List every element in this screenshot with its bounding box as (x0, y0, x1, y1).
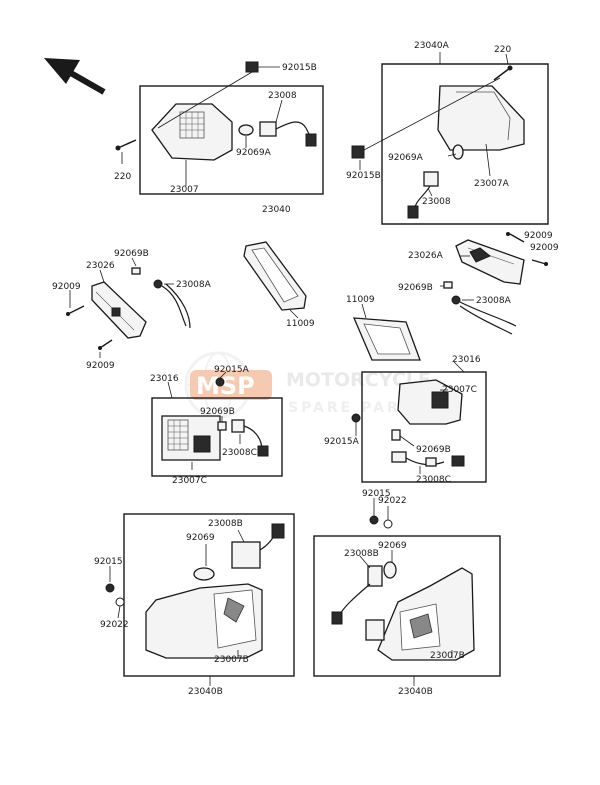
label-23007A: 23007A (474, 179, 510, 189)
watermark-line1: MOTORCYCLE (286, 369, 431, 391)
label-92022-right: 92022 (378, 496, 407, 506)
box-23040B-right (313, 535, 501, 677)
label-92009-l1: 92009 (52, 282, 81, 292)
lens-23007C-right (397, 379, 463, 425)
label-23008C-right: 23008C (416, 475, 451, 485)
box-23040 (139, 85, 324, 195)
label-23007C-right: 23007C (442, 385, 477, 395)
box-23040A (381, 63, 549, 225)
label-92009-l2: 92009 (86, 361, 115, 371)
watermark-badge-text: MSP (196, 372, 255, 400)
watermark-badge (190, 370, 272, 400)
label-23007: 23007 (170, 185, 199, 195)
label-92069-right: 92069 (378, 541, 407, 551)
nut-92015-right (369, 515, 379, 525)
label-23040A: 23040A (414, 41, 450, 51)
label-92069B-left2: 92069B (200, 407, 235, 417)
assembly-23040B-left: 23008B 92069 92015 92022 23007B 23040B (94, 513, 295, 697)
label-92009-r2: 92009 (530, 243, 559, 253)
watermark-line2: SPARE PARTS (288, 400, 426, 416)
label-92015A-left: 92015A (214, 365, 250, 375)
nut-92015-left (105, 583, 115, 593)
label-92009-r1: 92009 (524, 231, 553, 241)
reflector-23026A: 92009 92009 23026A 92069B 23008A (398, 231, 559, 335)
assembly-23016-right: 23016 23007C 92015A 92069B 23008C (324, 355, 487, 485)
box-23016-left (151, 397, 283, 477)
label-220-right: 220 (494, 45, 511, 55)
label-92069B-right2: 92069B (416, 445, 451, 455)
label-220-left: 220 (114, 172, 131, 182)
label-92069-left: 92069 (186, 533, 215, 543)
label-23007B-left: 23007B (214, 655, 249, 665)
nut-92015A-right (351, 413, 361, 423)
assembly-23040B-right: 92015 92022 23008B 92069 23007B 23040B (313, 489, 501, 697)
box-23016-right (361, 371, 487, 483)
front-direction-arrow-icon (44, 58, 106, 95)
label-92015B-top: 92015B (282, 63, 317, 73)
label-11009-b: 11009 (346, 295, 375, 305)
label-23016-right: 23016 (452, 355, 481, 365)
label-92022-left: 92022 (100, 620, 129, 630)
lens-23007A (437, 85, 525, 151)
nut-92015A-left (215, 377, 225, 387)
assembly-23040: 92015B 23008 92069A 220 23007 23040 (114, 61, 324, 215)
label-23008C-left: 23008C (222, 448, 257, 458)
watermark: MSP MOTORCYCLE SPARE PARTS (184, 351, 431, 419)
label-23008-right: 23008 (422, 197, 451, 207)
label-23008A-right: 23008A (476, 296, 512, 306)
label-92069B-left: 92069B (114, 249, 149, 259)
label-23007B-right: 23007B (430, 651, 465, 661)
label-23040B-right: 23040B (398, 687, 433, 697)
label-92015-left: 92015 (94, 557, 123, 567)
reflector-23026: 92069B 23026 23008A 92009 92009 (52, 249, 212, 371)
label-92015-right: 92015 (362, 489, 391, 499)
label-23040B-left: 23040B (188, 687, 223, 697)
label-92069B-right: 92069B (398, 283, 433, 293)
label-11009-a: 11009 (286, 319, 315, 329)
label-23040: 23040 (262, 205, 291, 215)
box-23040B-left (123, 513, 295, 677)
label-92069A-left: 92069A (236, 148, 272, 158)
label-92015B-right: 92015B (346, 171, 381, 181)
label-92069A-right: 92069A (388, 153, 424, 163)
label-23008B-right: 23008B (344, 549, 379, 559)
gaskets-11009: 11009 11009 (243, 241, 421, 361)
label-23008B-left: 23008B (208, 519, 243, 529)
assembly-23040A: 23040A 220 92069A 92015B 23007A 23008 (346, 41, 549, 225)
label-92015A-right: 92015A (324, 437, 360, 447)
label-23007C-left: 23007C (172, 476, 207, 486)
label-23026: 23026 (86, 261, 115, 271)
label-23026A: 23026A (408, 251, 444, 261)
label-23008-top: 23008 (268, 91, 297, 101)
label-23008A-left: 23008A (176, 280, 212, 290)
clip-92015B (245, 61, 259, 73)
label-23016-left: 23016 (150, 374, 179, 384)
assembly-23016-left: 92015A 23016 92069B 23008C 23007C (150, 365, 283, 486)
